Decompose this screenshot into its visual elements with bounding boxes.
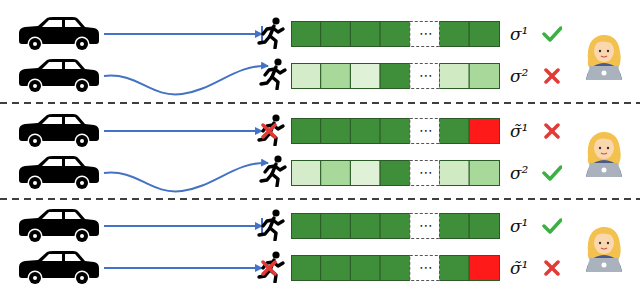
- pedestrian-icon: [259, 209, 283, 240]
- pedestrian-icon: [261, 58, 285, 89]
- feature-bar: [292, 119, 500, 144]
- collision-mark: [263, 125, 275, 137]
- pedestrian-icon: [259, 17, 283, 48]
- check-mark: [544, 167, 561, 179]
- car-icon: [19, 251, 99, 286]
- ellipsis-cell: ⋯: [419, 26, 433, 41]
- feature-bar: [292, 256, 500, 281]
- feature-bar: [292, 161, 500, 186]
- pedestrian-icon: [259, 114, 283, 145]
- annotator-icon: [586, 35, 622, 80]
- sequence-label: σ¹: [510, 216, 528, 236]
- car-icon: [19, 209, 99, 244]
- check-mark: [544, 28, 561, 40]
- separator: [0, 198, 640, 200]
- sequence-label: σ²: [510, 163, 528, 183]
- cross-mark: [546, 262, 558, 274]
- annotator-icon: [586, 227, 622, 272]
- cross-mark: [546, 125, 558, 137]
- feature-bar: [292, 214, 500, 239]
- pedestrian-icon: [259, 251, 283, 282]
- trajectory-arrow: [104, 130, 262, 132]
- sequence-label: σ̃¹: [510, 121, 528, 141]
- feature-bar: [292, 64, 500, 89]
- feature-bar: [292, 22, 500, 47]
- car-icon: [19, 114, 99, 149]
- annotator-icon: [586, 132, 622, 177]
- car-icon: [19, 59, 99, 94]
- trajectory-arrow: [104, 267, 262, 269]
- ellipsis-cell: ⋯: [419, 123, 433, 138]
- ellipsis-cell: ⋯: [419, 260, 433, 275]
- pedestrian-icon: [261, 155, 285, 186]
- sequence-label: σ¹: [510, 24, 528, 44]
- trajectory-arrow: [104, 33, 262, 35]
- separator: [0, 102, 640, 104]
- car-icon: [19, 17, 99, 52]
- collision-mark: [263, 262, 275, 274]
- ellipsis-cell: ⋯: [419, 218, 433, 233]
- cross-mark: [546, 70, 558, 82]
- trajectory-arrow: [104, 163, 268, 192]
- ellipsis-cell: ⋯: [419, 68, 433, 83]
- trajectory-arrow: [104, 225, 262, 227]
- car-icon: [19, 156, 99, 191]
- trajectory-arrow: [104, 66, 268, 95]
- ellipsis-cell: ⋯: [419, 165, 433, 180]
- check-mark: [544, 220, 561, 232]
- sequence-label: σ²: [510, 66, 528, 86]
- sequence-label: σ̃¹: [510, 258, 528, 278]
